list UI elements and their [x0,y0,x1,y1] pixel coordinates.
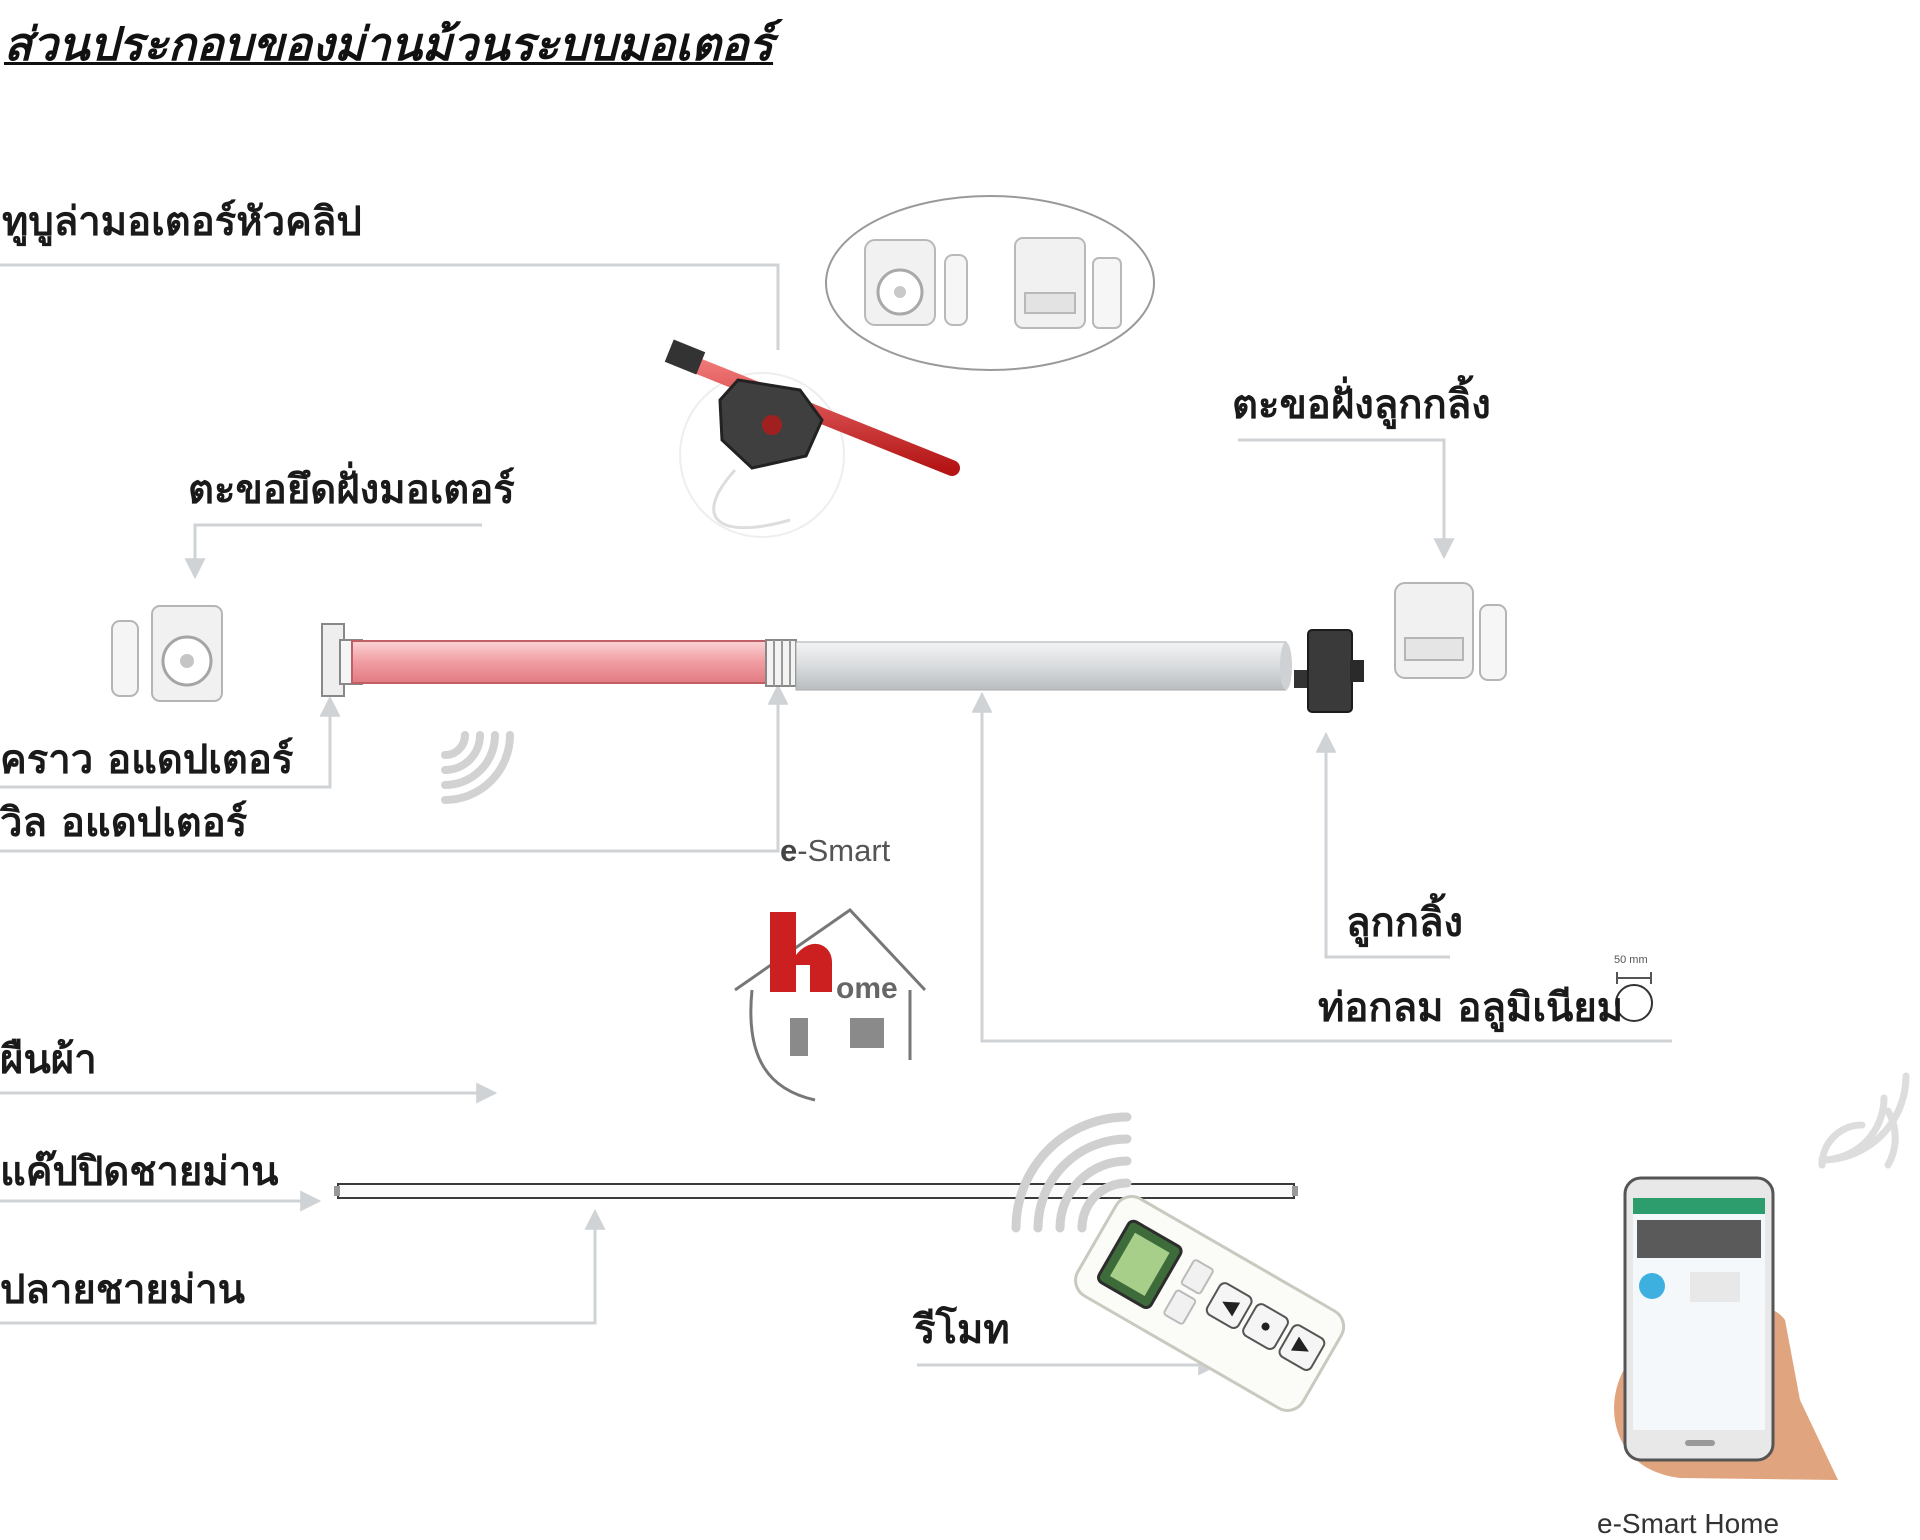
remote-control-icon [1074,1195,1346,1412]
label-aluminium-tube: ท่อกลม อลูมิเนียม [1318,984,1624,1031]
wireless-signal-icon [1011,1112,1132,1233]
leader-bottom-rail [0,1208,606,1325]
bottom-rail-bar [334,1183,1298,1199]
tube-size-label: 50 mm [1614,954,1648,966]
leader-motor-bracket [184,523,482,580]
mounting-bracket-icon [1014,237,1122,329]
motor-tube-assembly [321,623,1364,713]
leader-tube-motor [0,263,780,350]
label-remote: รีโมท [914,1306,1010,1353]
brand-home-logo-text: ome [836,972,898,1005]
leader-aluminium-tube [971,691,1672,1043]
label-motor-bracket: ตะขอยึดฝั่งมอเตอร์ [188,466,515,513]
leader-roller [1315,731,1450,959]
smartphone-icon [1614,1176,1838,1480]
leader-lines [0,263,1672,1376]
house-logo-icon [734,908,927,1102]
label-roller-bracket: ตะขอฝั่งลูกกลิ้ง [1232,381,1491,428]
mounting-bracket-icon [111,605,223,702]
label-roller: ลูกกลิ้ง [1346,899,1463,946]
mounting-bracket-icon [1394,582,1507,681]
brand-e-smart: e-Smart [780,833,891,868]
label-fabric: ผืนผ้า [0,1036,97,1083]
label-bottom-cap: แค๊ปปิดชายม่าน [0,1148,279,1195]
mounting-bracket-icon [864,239,968,326]
label-bottom-rail: ปลายชายม่าน [0,1266,246,1313]
leader-roller-bracket [1238,438,1455,560]
wireless-signal-icon [441,731,514,804]
wireless-signal-icon [1818,1072,1910,1169]
tube-section-icon [1615,972,1653,1022]
leader-wheel-adapter [0,683,789,853]
label-tube-motor: ทูบูล่ามอเตอร์หัวคลิป [2,198,362,245]
bracket-options-oval [825,195,1155,371]
tubular-motor-image [664,339,960,538]
label-wheel-adapter: วิล อแดปเตอร์ [0,799,248,846]
label-crown-adapter: คราว อแดปเตอร์ [0,736,294,783]
brand-e-smart-home: e-Smart Home [1597,1508,1780,1539]
page-title: ส่วนประกอบของม่านม้วนระบบมอเตอร์ [4,17,774,71]
leader-crown-adapter [0,695,341,789]
